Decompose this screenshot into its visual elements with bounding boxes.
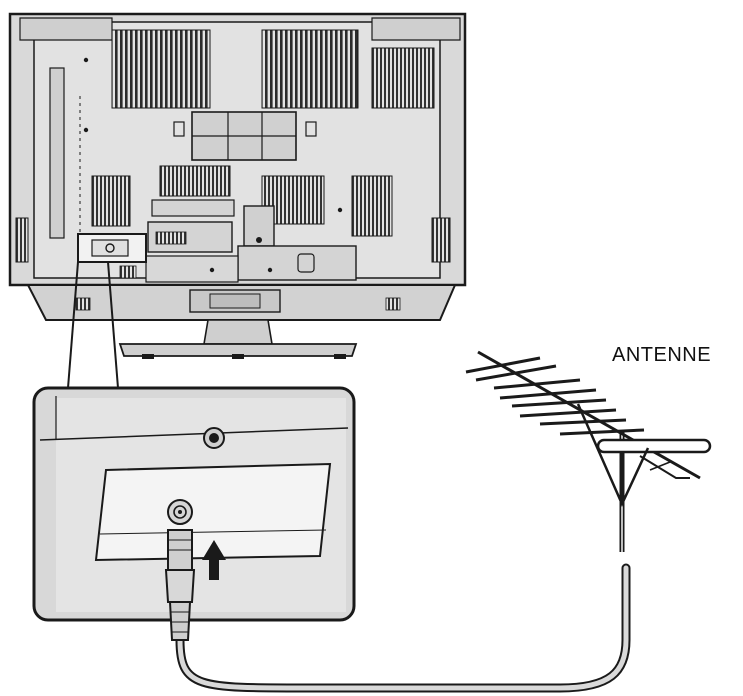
antenna-boom <box>477 350 701 480</box>
tv-antenna-socket-area <box>77 233 147 263</box>
coaxial-connector-icon <box>167 499 193 525</box>
vent-mid-left <box>159 165 231 197</box>
slot-bar <box>151 199 235 217</box>
vent-side-left <box>91 175 131 227</box>
antenna <box>465 350 712 552</box>
antenna-label: ANTENNE <box>612 344 712 366</box>
tv-corner-right <box>371 17 461 41</box>
coax-plug <box>164 529 196 641</box>
module-d <box>145 255 239 283</box>
tv-stand-foot <box>118 343 358 357</box>
vent-top-right <box>261 29 359 109</box>
vent-top-right-2 <box>371 47 435 109</box>
vent-far-left <box>15 217 29 263</box>
antenna-reflector <box>596 438 712 454</box>
vent-side-right <box>431 217 451 263</box>
tv-corner-left <box>19 17 113 41</box>
vent-top-left <box>111 29 211 109</box>
tv-stand-neck <box>203 319 273 345</box>
vent-mid-right-2 <box>351 175 393 237</box>
left-rail <box>49 67 65 239</box>
zoom-inset <box>32 386 356 622</box>
terminal-plate <box>94 462 332 562</box>
up-arrow-icon <box>202 540 226 580</box>
callout-lines <box>67 261 119 389</box>
antenna-cable <box>164 529 631 693</box>
module-c <box>237 245 357 281</box>
tv-back <box>8 12 467 359</box>
